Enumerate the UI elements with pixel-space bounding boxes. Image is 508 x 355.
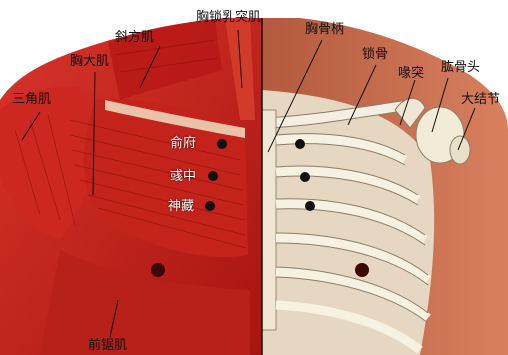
greater-tubercle <box>450 136 470 164</box>
label-manubrium: 胸骨柄 <box>305 22 344 37</box>
label-serratus-anterior: 前锯肌 <box>88 338 127 353</box>
nipple-right <box>355 263 369 277</box>
label-coracoid: 喙突 <box>398 66 424 81</box>
label-trapezius: 斜方肌 <box>115 30 154 45</box>
nipple-left <box>151 263 165 277</box>
label-humeral-head: 肱骨头 <box>441 60 480 75</box>
label-yuzhong: 彧中 <box>170 169 196 184</box>
acupoint-shencang <box>205 201 215 211</box>
label-shencang: 神藏 <box>168 199 194 214</box>
acupoint-right-3 <box>305 201 315 211</box>
acupoint-right-2 <box>300 172 310 182</box>
label-greater-tubercle: 大结节 <box>461 92 500 107</box>
label-shufu: 俞府 <box>170 136 196 151</box>
sternum <box>262 110 276 330</box>
label-sternocleidomastoid: 胸锁乳突肌 <box>196 10 261 25</box>
label-clavicle: 锁骨 <box>362 47 388 62</box>
label-pectoralis-major: 胸大肌 <box>70 54 109 69</box>
acupoint-shufu <box>217 139 227 149</box>
acupoint-right-1 <box>295 139 305 149</box>
label-deltoid: 三角肌 <box>12 92 51 107</box>
acupoint-yuzhong <box>208 171 218 181</box>
